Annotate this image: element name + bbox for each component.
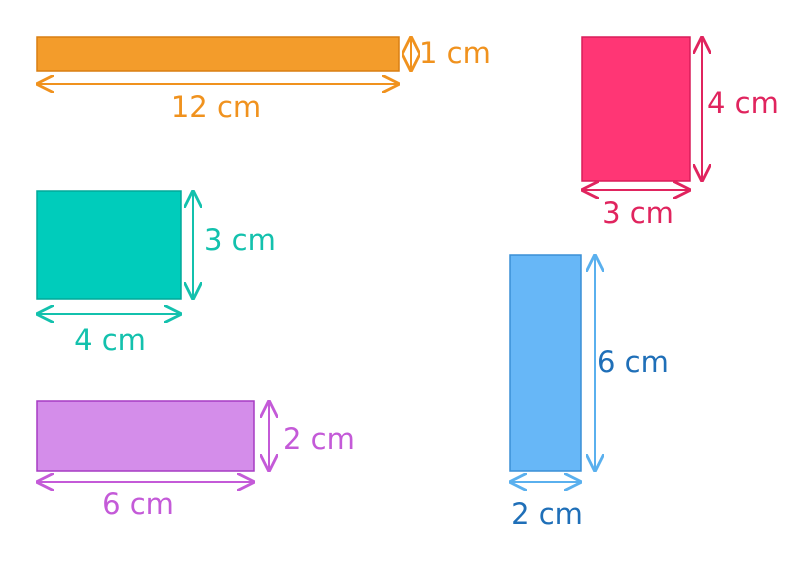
width-label-purple: 6 cm xyxy=(102,487,174,521)
height-label-purple: 2 cm xyxy=(283,422,355,456)
height-label-pink: 4 cm xyxy=(707,86,779,120)
rectangle-pink-group: 4 cm 3 cm xyxy=(582,37,779,230)
rectangle-orange xyxy=(36,36,400,72)
height-label-teal: 3 cm xyxy=(204,223,276,257)
width-label-pink: 3 cm xyxy=(602,196,674,230)
rectangle-teal-group: 3 cm 4 cm xyxy=(37,191,276,357)
rectangle-orange-group: 1 cm 12 cm xyxy=(37,36,491,124)
rectangle-blue-group: 6 cm 2 cm xyxy=(510,255,669,531)
rectangle-blue xyxy=(509,254,582,472)
height-label-orange: 1 cm xyxy=(419,36,491,70)
width-label-orange: 12 cm xyxy=(171,90,261,124)
rectangle-teal xyxy=(36,190,182,300)
height-label-blue: 6 cm xyxy=(597,345,669,379)
rectangle-purple-group: 2 cm 6 cm xyxy=(37,401,355,521)
width-label-teal: 4 cm xyxy=(74,323,146,357)
width-label-blue: 2 cm xyxy=(511,497,583,531)
rectangle-purple xyxy=(36,400,255,472)
rectangle-pink xyxy=(581,36,691,182)
